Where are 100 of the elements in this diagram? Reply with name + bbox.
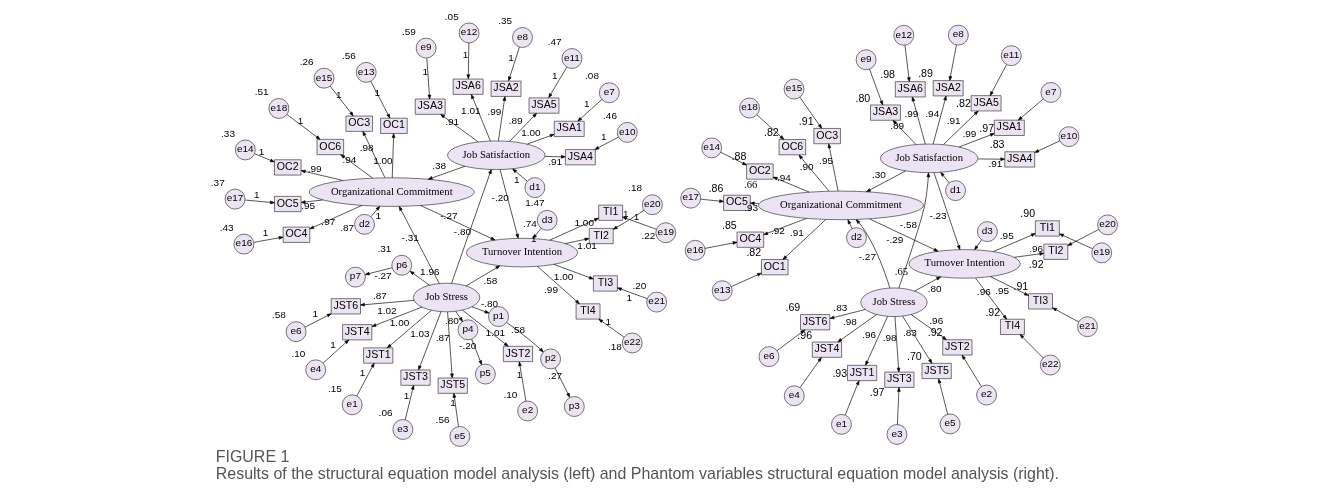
arrow bbox=[776, 329, 806, 351]
node-circle: e19 bbox=[1091, 242, 1113, 263]
arrow bbox=[512, 168, 528, 181]
arrow bbox=[498, 95, 507, 141]
edge-label: .91 bbox=[548, 155, 563, 167]
node-circle: e10 bbox=[1058, 125, 1080, 147]
node-circle: e16 bbox=[233, 233, 255, 254]
node-circle: e15 bbox=[783, 78, 805, 99]
edge-label: .83 bbox=[833, 301, 848, 313]
node-box: JST6 bbox=[330, 297, 361, 314]
edge-label: 1 bbox=[422, 65, 429, 77]
node-label: .96 bbox=[797, 328, 813, 341]
node-box: JST3 bbox=[884, 371, 915, 388]
node-box: JST1 bbox=[363, 347, 394, 364]
arrow bbox=[340, 153, 373, 178]
node-label: .56 bbox=[341, 49, 356, 61]
node-circle: e20 bbox=[642, 193, 663, 215]
edge-label: .95 bbox=[819, 154, 833, 166]
node-circle: d1 bbox=[524, 176, 546, 198]
arrow bbox=[471, 306, 490, 313]
arrow bbox=[617, 287, 648, 299]
edge-label: 1.00 bbox=[574, 216, 594, 228]
arrow bbox=[304, 312, 332, 327]
arrow bbox=[731, 272, 762, 287]
node-circle: d1 bbox=[945, 179, 966, 201]
node-label: 1.47 bbox=[525, 196, 545, 208]
edge-label: .92 bbox=[770, 224, 785, 236]
arrow bbox=[894, 315, 901, 372]
arrow bbox=[937, 378, 948, 415]
arrow bbox=[943, 110, 979, 145]
edge-label: 1.00 bbox=[389, 316, 410, 328]
node-circle: p7 bbox=[345, 266, 366, 287]
edge-label: .80 bbox=[444, 314, 459, 326]
arrow bbox=[362, 130, 386, 178]
node-circle: e16 bbox=[684, 239, 706, 261]
edge-label: .90 bbox=[799, 160, 814, 172]
node-circle: d2 bbox=[846, 226, 867, 248]
arrow bbox=[892, 119, 917, 145]
node-label: .15 bbox=[327, 382, 342, 394]
edge-label: .96 bbox=[1029, 242, 1044, 254]
arrow bbox=[244, 199, 275, 204]
node-box: OC2 bbox=[746, 163, 774, 180]
node-circle: e21 bbox=[646, 291, 667, 312]
node-circle: e11 bbox=[1000, 44, 1022, 66]
arrow bbox=[940, 171, 950, 183]
edge-label: 1 bbox=[297, 114, 304, 126]
edge-label: .97 bbox=[321, 215, 336, 227]
node-label: .83 bbox=[989, 137, 1005, 150]
node-circle: e7 bbox=[599, 81, 620, 103]
node-box: TI3 bbox=[593, 274, 618, 291]
node-box: OC4 bbox=[736, 231, 764, 248]
arrow bbox=[391, 132, 396, 178]
node-box: JSA5 bbox=[528, 97, 560, 114]
node-circle: e22 bbox=[621, 332, 643, 353]
arrow bbox=[990, 275, 1029, 296]
edge-label: .58 bbox=[511, 323, 525, 335]
node-box: JST4 bbox=[812, 341, 842, 358]
edge-label: .95 bbox=[999, 229, 1014, 241]
node-box: JSA4 bbox=[1004, 150, 1036, 167]
node-label: .31 bbox=[377, 242, 392, 254]
node-circle: e19 bbox=[655, 221, 677, 243]
arrow bbox=[977, 156, 1006, 161]
arrow bbox=[286, 113, 321, 140]
arrow bbox=[827, 142, 839, 191]
arrow bbox=[847, 218, 853, 229]
arrow bbox=[518, 360, 527, 401]
arrow bbox=[865, 315, 888, 366]
arrow bbox=[300, 169, 344, 181]
edge-label: .96 bbox=[976, 285, 991, 297]
node-circle: e12 bbox=[893, 24, 915, 46]
node-label: .91 bbox=[798, 114, 814, 127]
edge-label: .98 bbox=[882, 331, 897, 343]
node-box: OC3 bbox=[813, 127, 841, 144]
node-box: JST4 bbox=[342, 323, 373, 340]
node-label: .80 bbox=[855, 91, 871, 104]
node-label: .33 bbox=[221, 127, 235, 139]
node-box: JSA4 bbox=[565, 148, 596, 165]
edge-label: .94 bbox=[342, 153, 357, 165]
node-label: .93 bbox=[832, 366, 848, 379]
edge-label: .95 bbox=[995, 284, 1010, 296]
edge-label: .99 bbox=[544, 283, 558, 295]
edge-label: 1 bbox=[258, 145, 265, 157]
node-circle: p5 bbox=[475, 363, 496, 384]
node-label: .47 bbox=[547, 35, 562, 47]
node-label: .91 bbox=[1013, 279, 1029, 292]
arrow bbox=[364, 266, 393, 275]
edge-label: .94 bbox=[776, 171, 791, 183]
node-box: OC1 bbox=[761, 258, 789, 275]
node-label: .82 bbox=[956, 96, 971, 109]
edge-label: -.58 bbox=[899, 218, 918, 230]
edge-label: -.27 bbox=[858, 250, 876, 262]
arrow bbox=[897, 386, 901, 425]
arrow bbox=[898, 172, 931, 288]
edge-label: .91 bbox=[790, 226, 804, 238]
edge-label: 1 bbox=[516, 368, 523, 380]
node-circle: e17 bbox=[680, 187, 702, 208]
arrow bbox=[799, 356, 822, 388]
edge-label: .58 bbox=[483, 274, 498, 286]
node-box: OC6 bbox=[778, 138, 806, 155]
arrow bbox=[360, 299, 415, 306]
